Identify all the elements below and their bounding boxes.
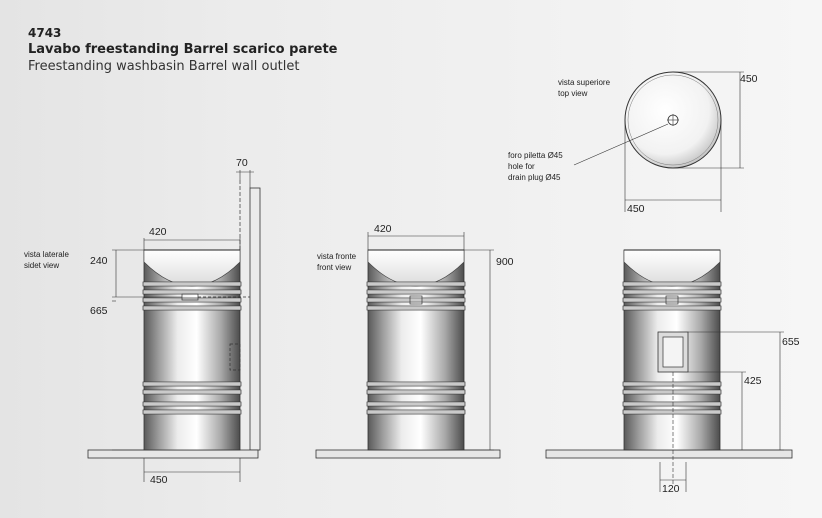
floor [315,449,501,459]
top-view-label-it: vista superiore [558,78,611,87]
wall [249,187,261,451]
dim-70: 70 [236,157,248,169]
barrel-ribs [366,281,466,415]
front-view-label-en: front view [317,263,351,272]
dim-top-450-vertical: 450 [740,73,758,85]
floor [545,449,793,459]
side-view: 70 420 240 665 450 vista laterale sidet … [24,157,261,486]
dim-front-420: 420 [374,223,392,235]
product-code: 4743 [28,26,62,40]
side-view-label-it: vista laterale [24,250,69,259]
dim-side-420: 420 [149,226,167,238]
title-english: Freestanding washbasin Barrel wall outle… [28,59,300,74]
header: 4743 Lavabo freestanding Barrel scarico … [28,26,337,75]
title-italian: Lavabo freestanding Barrel scarico paret… [28,42,338,57]
dim-top-450-horizontal: 450 [627,203,645,215]
front-view: 420 900 vista fronte front view [315,223,514,459]
drain-note-line2: hole for [508,162,535,171]
drain-siphon [409,295,423,305]
dim-side-450: 450 [150,474,168,486]
barrel-ribs [622,281,722,415]
back-view: 120 655 425 [545,249,800,495]
drain-note-line3: drain plug Ø45 [508,173,561,182]
top-view: 450 450 vista superiore top view foro pi… [508,71,758,215]
drain-note-line1: foro piletta Ø45 [508,151,563,160]
dim-240: 240 [90,255,108,267]
dim-120: 120 [662,483,680,495]
dim-900: 900 [496,256,514,268]
front-view-label-it: vista fronte [317,252,357,261]
drain-siphon [665,295,679,305]
dim-655: 655 [782,336,800,348]
dim-665: 665 [90,305,108,317]
dim-425: 425 [744,375,762,387]
leader-line [573,123,669,166]
top-view-label-en: top view [558,89,588,98]
floor [87,449,259,459]
side-view-label-en: sidet view [24,261,59,270]
